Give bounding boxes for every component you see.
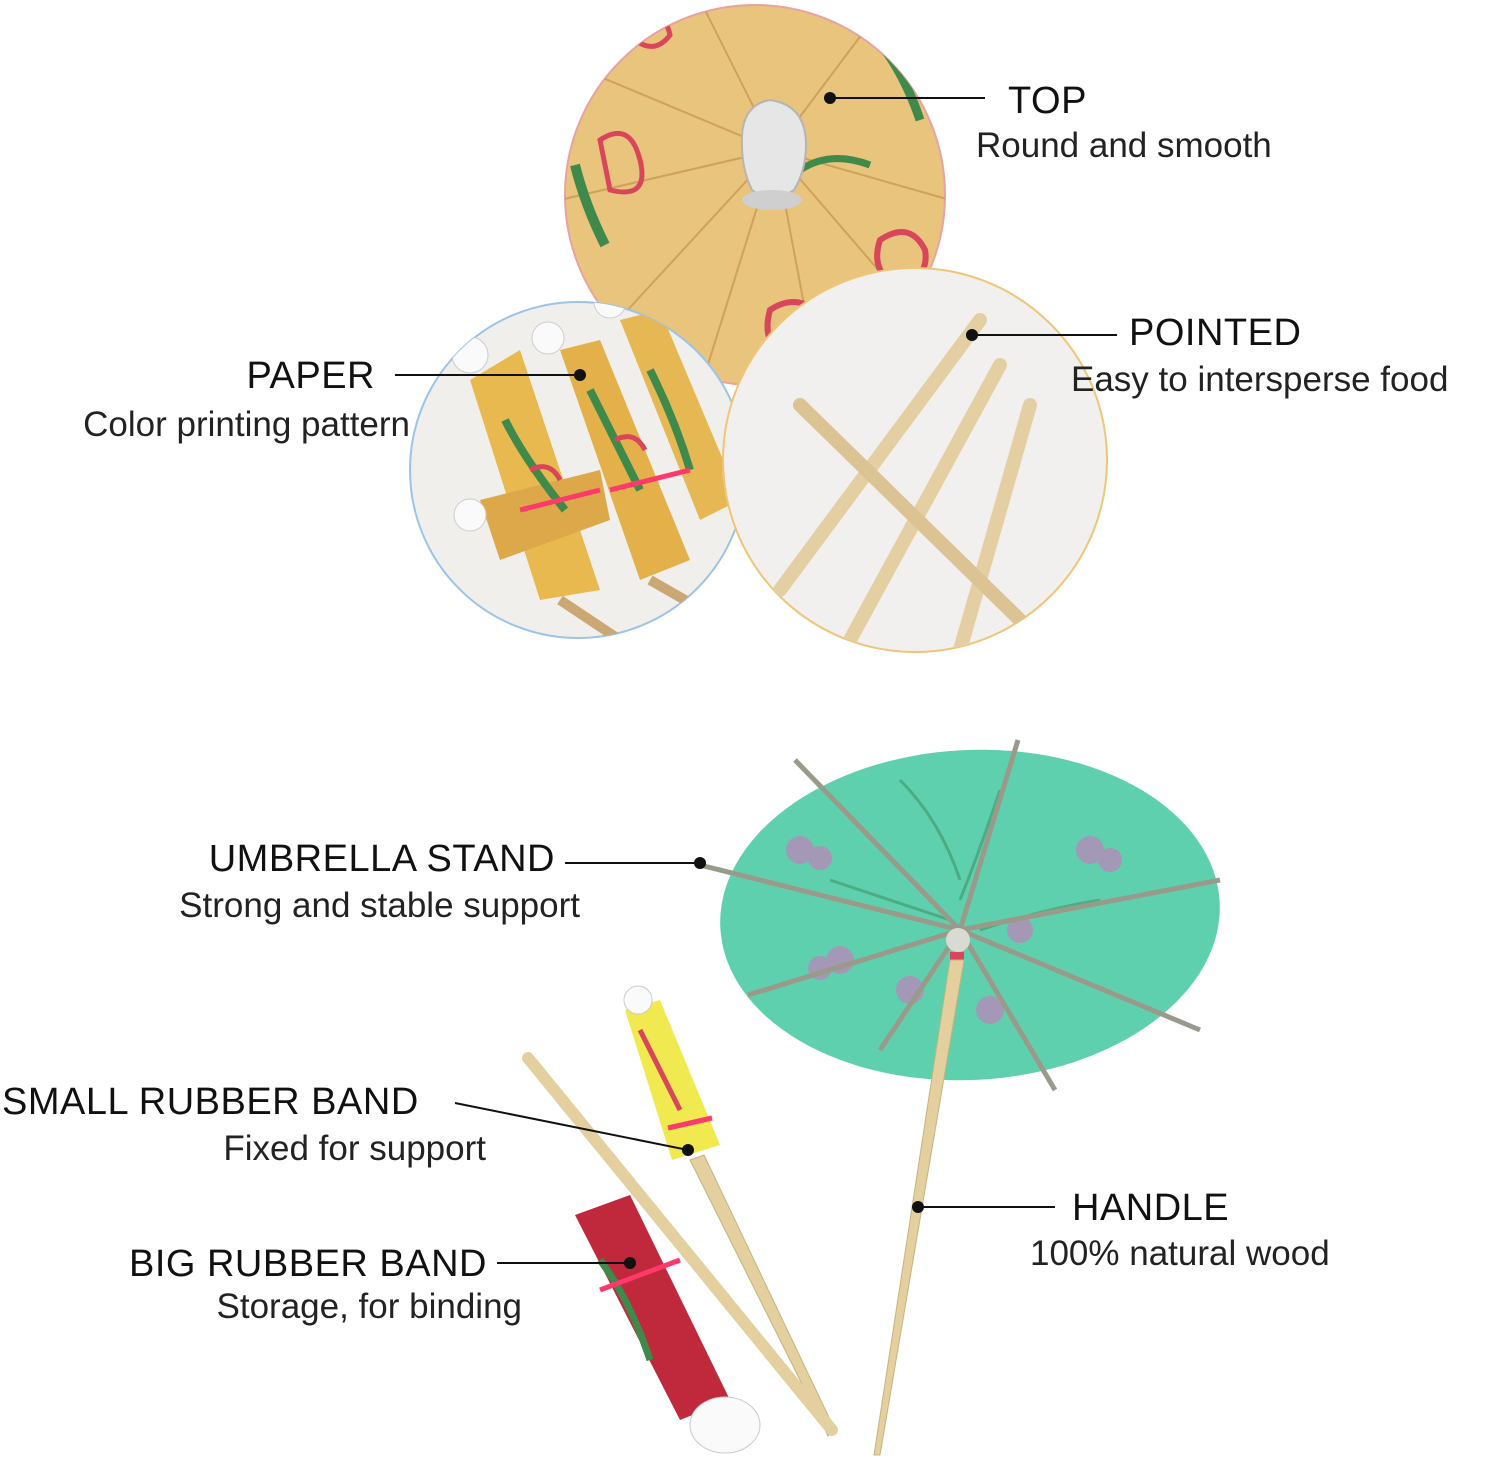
leader-lines — [395, 92, 1117, 1269]
umbrella-stand-desc: Strong and stable support — [179, 886, 580, 925]
paper-detail-photo — [409, 301, 747, 639]
paper-title: PAPER — [246, 355, 375, 397]
open-teal-umbrella — [699, 739, 1221, 1456]
top-title: TOP — [1008, 80, 1087, 122]
paper-desc: Color printing pattern — [83, 405, 410, 444]
big-rubber-band-title: BIG RUBBER BAND — [128, 1243, 487, 1285]
pointed-detail-photo — [722, 267, 1108, 653]
top-desc: Round and smooth — [976, 126, 1272, 165]
toothpick — [522, 1052, 838, 1436]
small-rubber-band-title: SMALL RUBBER BAND — [2, 1081, 419, 1123]
handle-title: HANDLE — [1072, 1187, 1230, 1229]
small-rubber-band-desc: Fixed for support — [223, 1129, 486, 1168]
closed-red-umbrella — [575, 1195, 761, 1454]
big-rubber-band-desc: Storage, for binding — [216, 1287, 522, 1326]
umbrella-stand-title: UMBRELLA STAND — [208, 838, 555, 880]
closed-yellow-umbrella — [623, 985, 836, 1437]
pointed-title: POINTED — [1129, 312, 1302, 354]
pointed-desc: Easy to intersperse food — [1071, 360, 1449, 399]
handle-desc: 100% natural wood — [1030, 1234, 1330, 1273]
